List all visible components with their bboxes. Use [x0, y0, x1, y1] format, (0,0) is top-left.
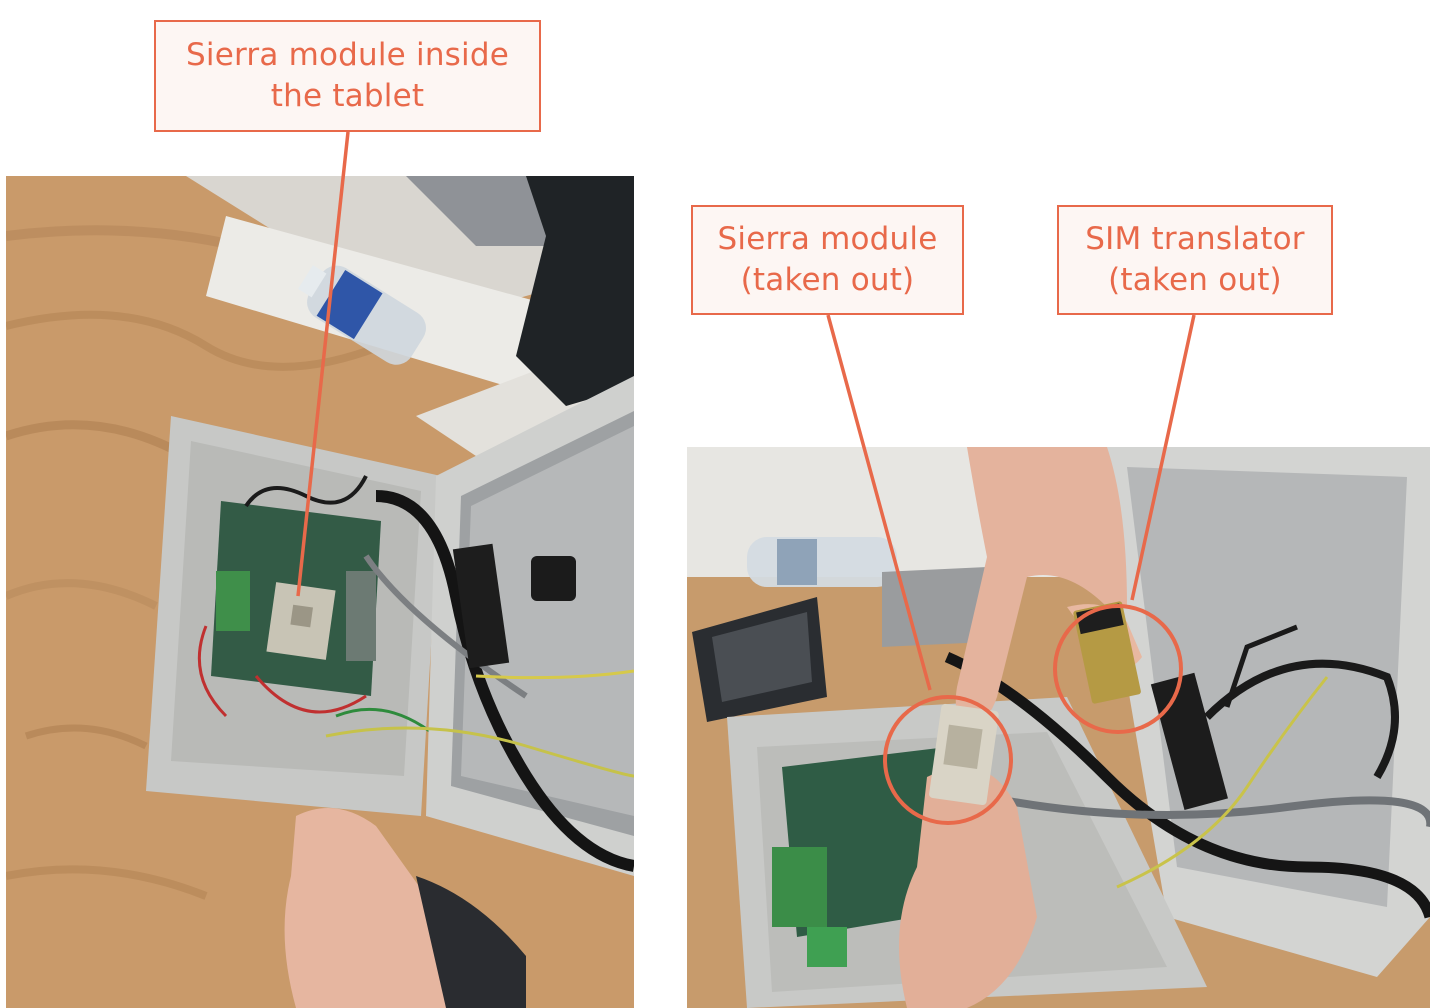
callout-sierra-out-line1: Sierra module — [717, 221, 938, 257]
callout-sim-out-line1: SIM translator — [1085, 221, 1305, 257]
callout-sierra-inside-line1: Sierra module inside — [186, 37, 509, 73]
photo-modules-removed — [687, 447, 1430, 1008]
photo-tablet-interior-drawing — [6, 176, 634, 1008]
callout-sim-translator-taken-out: SIM translator (taken out) — [1057, 205, 1333, 315]
photo-tablet-interior — [6, 176, 634, 1008]
callout-sierra-module-inside: Sierra module inside the tablet — [154, 20, 541, 132]
callout-sierra-out-line2: (taken out) — [740, 262, 915, 298]
photo-modules-removed-drawing — [687, 447, 1430, 1008]
callout-sim-out-line2: (taken out) — [1108, 262, 1282, 298]
callout-sierra-inside-line2: the tablet — [270, 78, 425, 114]
callout-sierra-module-taken-out: Sierra module (taken out) — [691, 205, 964, 315]
